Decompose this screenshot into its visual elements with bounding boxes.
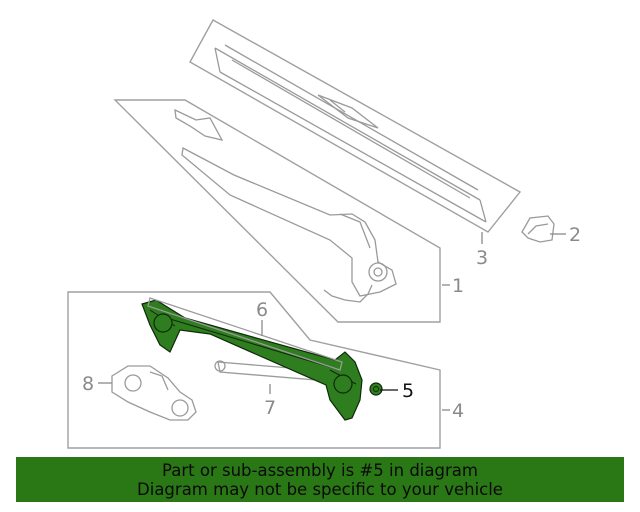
callout-1: 1 xyxy=(452,275,464,297)
callout-2: 2 xyxy=(569,224,581,246)
callout-4: 4 xyxy=(452,400,464,422)
callout-3: 3 xyxy=(476,247,488,269)
callout-5: 5 xyxy=(402,380,414,402)
link-rod xyxy=(147,297,343,371)
linkage-motor-panel xyxy=(67,291,441,449)
wiper-blade-panel xyxy=(189,19,522,233)
callout-7: 7 xyxy=(264,397,276,419)
parts-diagram: 1 2 3 4 5 6 7 8 xyxy=(67,19,581,449)
wiper-arm-panel xyxy=(113,99,441,323)
callout-8: 8 xyxy=(82,373,94,395)
info-banner: Part or sub-assembly is #5 in diagram Di… xyxy=(16,457,624,502)
banner-line-2: Diagram may not be specific to your vehi… xyxy=(137,480,503,499)
leader-lines xyxy=(98,232,566,411)
pivot-cap xyxy=(521,215,555,243)
banner-line-1: Part or sub-assembly is #5 in diagram xyxy=(162,461,478,480)
callout-6: 6 xyxy=(256,299,268,321)
wiper-linkage-highlighted xyxy=(141,299,383,421)
